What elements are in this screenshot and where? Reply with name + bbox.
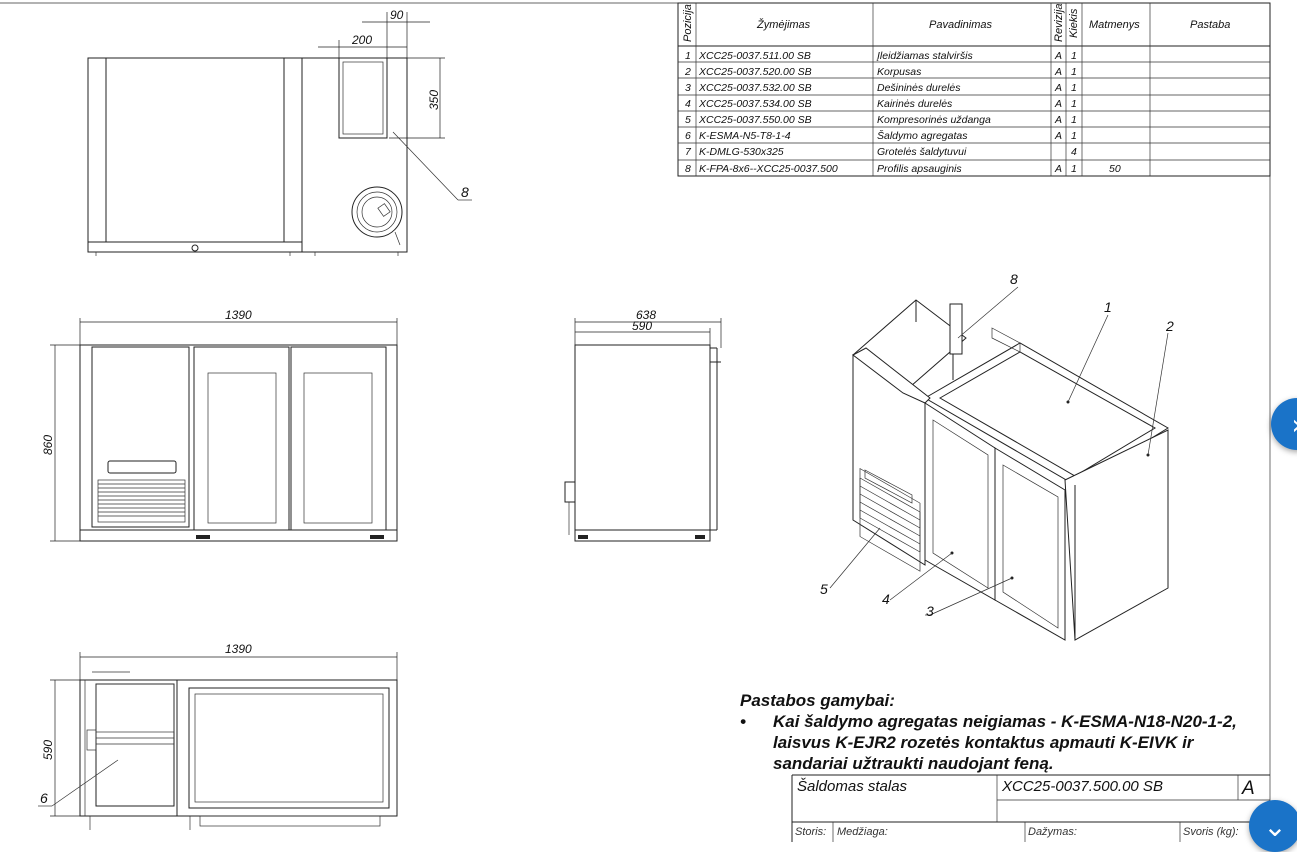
svg-text:XCC25-0037.534.00 SB: XCC25-0037.534.00 SB: [698, 98, 812, 110]
svg-text:2: 2: [684, 66, 691, 78]
svg-text:A: A: [1054, 114, 1062, 126]
compressor-grille: [97, 479, 186, 523]
svg-text:1: 1: [685, 50, 691, 62]
svg-text:Įleidžiamas stalviršis: Įleidžiamas stalviršis: [876, 50, 973, 62]
svg-text:1: 1: [1071, 163, 1077, 175]
balloon-1: 1: [1104, 299, 1112, 315]
svg-text:Korpusas: Korpusas: [877, 66, 922, 78]
bom-row: 5 XCC25-0037.550.00 SB Kompresorinės užd…: [685, 114, 1077, 126]
production-notes: Pastabos gamybai: • Kai šaldymo agregata…: [740, 690, 1260, 774]
balloon-4: 4: [882, 591, 890, 607]
svg-text:Kompresorinės uždanga: Kompresorinės uždanga: [877, 114, 991, 126]
svg-text:XCC25-0037.532.00 SB: XCC25-0037.532.00 SB: [698, 82, 812, 94]
balloon-8-top: 8: [461, 184, 469, 200]
svg-text:1: 1: [1071, 98, 1077, 110]
svg-text:XCC25-0037.511.00 SB: XCC25-0037.511.00 SB: [698, 50, 811, 62]
balloon-6: 6: [40, 790, 48, 806]
svg-text:A: A: [1054, 163, 1062, 175]
svg-text:4: 4: [1071, 146, 1077, 158]
chevron-down-icon: ⌄: [1263, 809, 1287, 843]
notes-bullet: •: [740, 712, 746, 731]
dim-plan-width: 1390: [225, 642, 252, 656]
bom-header-designation: Žymėjimas: [756, 18, 811, 31]
isometric-view: 1 2 3 4 5 8: [820, 271, 1174, 641]
svg-text:1: 1: [1071, 50, 1077, 62]
dim-side-590: 590: [632, 319, 652, 333]
chevron-right-icon: ›: [1291, 408, 1297, 441]
balloon-8-iso: 8: [1010, 271, 1018, 287]
svg-text:1: 1: [1071, 130, 1077, 142]
bom-row: 4 XCC25-0037.534.00 SB Kairinės durelės …: [685, 98, 1077, 110]
bom-row: 7 K-DMLG-530x325 Grotelės šaldytuvui 4: [685, 146, 1077, 158]
svg-text:1: 1: [1071, 114, 1077, 126]
dim-90: 90: [390, 8, 404, 22]
bom-header-position: Pozicija: [682, 4, 694, 42]
svg-text:1: 1: [1071, 66, 1077, 78]
balloon-3: 3: [926, 603, 934, 619]
title-paint-label: Dažymas:: [1028, 826, 1077, 838]
svg-text:Kairinės durelės: Kairinės durelės: [877, 98, 953, 110]
bom-header-name: Pavadinimas: [929, 19, 992, 31]
svg-text:K-FPA-8x6--XCC25-0037.500: K-FPA-8x6--XCC25-0037.500: [699, 163, 838, 175]
bom-row: 8 K-FPA-8x6--XCC25-0037.500 Profilis aps…: [685, 163, 1121, 175]
bom-row: 3 XCC25-0037.532.00 SB Dešininės durelės…: [685, 82, 1077, 94]
svg-text:5: 5: [685, 114, 691, 126]
svg-text:K-ESMA-N5-T8-1-4: K-ESMA-N5-T8-1-4: [699, 130, 791, 142]
dim-front-height: 860: [41, 435, 55, 455]
notes-title: Pastabos gamybai:: [740, 691, 895, 710]
bom-row: 2 XCC25-0037.520.00 SB Korpusas A 1: [684, 66, 1077, 78]
dim-200: 200: [351, 33, 372, 47]
svg-text:50: 50: [1109, 163, 1121, 175]
svg-text:4: 4: [685, 98, 691, 110]
title-code: XCC25-0037.500.00 SB: [1001, 778, 1163, 795]
svg-text:7: 7: [685, 146, 692, 158]
title-revision: A: [1241, 778, 1255, 799]
svg-text:A: A: [1054, 50, 1062, 62]
side-view: 638 590: [564, 308, 722, 542]
dim-side-638: 638: [636, 308, 656, 322]
svg-text:K-DMLG-530x325: K-DMLG-530x325: [699, 146, 784, 158]
svg-text:A: A: [1054, 66, 1062, 78]
dim-350: 350: [427, 90, 441, 110]
svg-text:A: A: [1054, 130, 1062, 142]
svg-text:3: 3: [685, 82, 691, 94]
bom-header-note: Pastaba: [1190, 19, 1230, 31]
svg-text:A: A: [1054, 98, 1062, 110]
svg-text:Šaldymo agregatas: Šaldymo agregatas: [877, 129, 968, 142]
title-weight-label: Svoris (kg):: [1183, 826, 1239, 838]
front-view: 1390 860: [41, 308, 398, 542]
svg-text:Dešininės durelės: Dešininės durelės: [877, 82, 961, 94]
svg-text:8: 8: [685, 163, 691, 175]
svg-text:XCC25-0037.520.00 SB: XCC25-0037.520.00 SB: [698, 66, 812, 78]
dim-plan-depth: 590: [41, 740, 55, 760]
notes-text: Kai šaldymo agregatas neigiamas - K-ESMA…: [773, 712, 1237, 773]
scroll-down-button[interactable]: ⌄: [1249, 800, 1297, 852]
balloon-2: 2: [1165, 318, 1174, 334]
bom-row: 6 K-ESMA-N5-T8-1-4 Šaldymo agregatas A 1: [685, 129, 1077, 142]
title-scale-label: Storis:: [795, 826, 826, 838]
top-view: 90 200 350 8: [87, 8, 472, 256]
plan-view: 1390 590 6: [38, 642, 398, 830]
title-name: Šaldomas stalas: [797, 778, 908, 795]
svg-text:Grotelės šaldytuvui: Grotelės šaldytuvui: [877, 146, 967, 158]
bom-header-revision: Revizija: [1053, 3, 1065, 42]
svg-text:6: 6: [685, 130, 691, 142]
dim-front-width: 1390: [225, 308, 252, 322]
svg-text:Profilis apsauginis: Profilis apsauginis: [877, 163, 962, 175]
bom-table: Pozicija Žymėjimas Pavadinimas Revizija …: [677, 2, 1271, 177]
bom-header-quantity: Kiekis: [1068, 8, 1080, 38]
title-block: Šaldomas stalas XCC25-0037.500.00 SB A S…: [791, 774, 1270, 842]
bom-header-dimensions: Matmenys: [1089, 19, 1140, 31]
balloon-5: 5: [820, 581, 828, 597]
svg-text:XCC25-0037.550.00 SB: XCC25-0037.550.00 SB: [698, 114, 812, 126]
svg-text:1: 1: [1071, 82, 1077, 94]
title-material-label: Medžiaga:: [837, 826, 888, 838]
bom-row: 1 XCC25-0037.511.00 SB Įleidžiamas stalv…: [685, 50, 1077, 62]
svg-text:A: A: [1054, 82, 1062, 94]
